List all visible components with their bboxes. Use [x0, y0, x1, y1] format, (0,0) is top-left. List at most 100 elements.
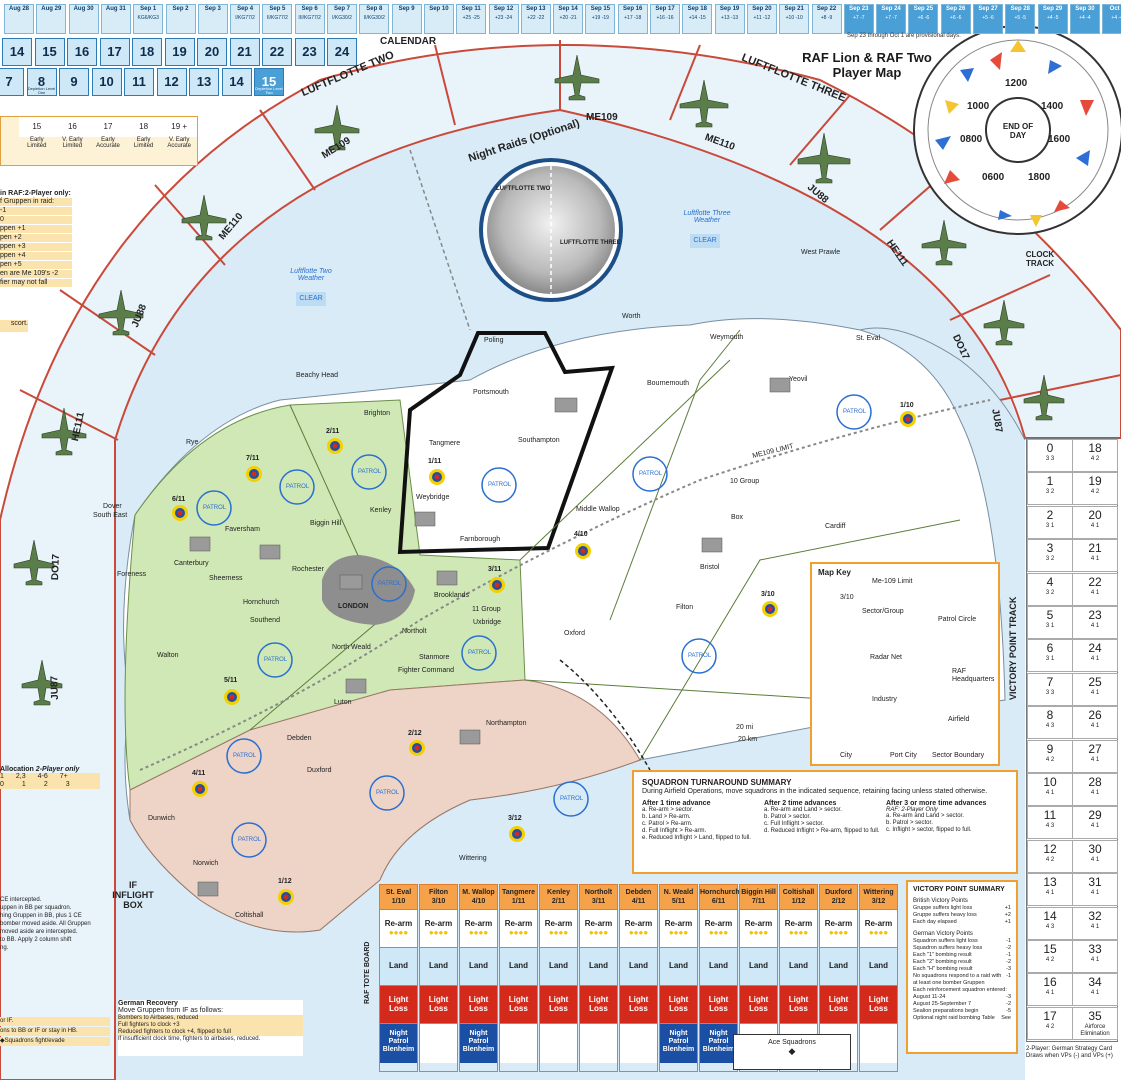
calendar-day[interactable]: Sep 20+11 -12	[746, 4, 777, 34]
tote-rearm-cell[interactable]: Re-arm●●●●	[540, 909, 577, 947]
patrol-circle-label[interactable]: PATROL	[233, 753, 257, 759]
tote-rearm-cell[interactable]: Re-arm●●●●	[700, 909, 737, 947]
clock-time[interactable]: 1800	[1028, 172, 1051, 183]
patrol-circle-label[interactable]: PATROL	[203, 505, 227, 511]
calendar-day[interactable]: Sep 26+6 -6	[940, 4, 971, 34]
tote-land-cell[interactable]: Land	[700, 947, 737, 985]
tote-land-cell[interactable]: Land	[500, 947, 537, 985]
patrol-circle-label[interactable]: PATROL	[376, 790, 400, 796]
tote-land-cell[interactable]: Land	[660, 947, 697, 985]
patrol-circle-label[interactable]: PATROL	[468, 650, 492, 656]
turn-number[interactable]: 14	[2, 38, 32, 66]
tote-land-cell[interactable]: Land	[540, 947, 577, 985]
calendar-day[interactable]: Sep 18+14 -15	[682, 4, 713, 34]
tote-land-cell[interactable]: Land	[580, 947, 617, 985]
calendar-day[interactable]: Sep 28+5 -5	[1005, 4, 1036, 34]
tote-land-cell[interactable]: Land	[460, 947, 497, 985]
calendar-day[interactable]: Sep 23+7 -7	[843, 4, 874, 34]
patrol-circle-label[interactable]: PATROL	[358, 469, 382, 475]
tote-land-cell[interactable]: Land	[380, 947, 417, 985]
clock-time[interactable]: 0600	[982, 172, 1005, 183]
tote-loss-cell[interactable]: Light Loss	[660, 985, 697, 1023]
turn-number[interactable]: 7	[0, 68, 24, 96]
tote-loss-cell[interactable]: Light Loss	[820, 985, 857, 1023]
clock-time[interactable]: 1000	[967, 101, 990, 112]
calendar-day[interactable]: Sep 30+4 -4	[1069, 4, 1100, 34]
calendar-day[interactable]: Sep 24+7 -7	[876, 4, 907, 34]
clock-time[interactable]: 1400	[1041, 101, 1064, 112]
turn-number[interactable]: 20	[197, 38, 227, 66]
calendar-day[interactable]: Aug 28	[4, 4, 34, 34]
patrol-circle-label[interactable]: PATROL	[488, 482, 512, 488]
tote-loss-cell[interactable]: Light Loss	[500, 985, 537, 1023]
ace-squadrons-box[interactable]: Ace Squadrons ◆	[733, 1034, 851, 1070]
calendar-day[interactable]: Sep 17+16 -16	[650, 4, 680, 34]
patrol-circle-label[interactable]: PATROL	[286, 484, 310, 490]
calendar-day[interactable]: Sep 11+25 -25	[456, 4, 487, 34]
tote-night-cell[interactable]: Night Patrol Blenheim	[460, 1023, 497, 1063]
calendar-day[interactable]: Sep 25+6 -6	[908, 4, 939, 34]
turn-number[interactable]: 21	[229, 38, 260, 66]
tote-rearm-cell[interactable]: Re-arm●●●●	[660, 909, 697, 947]
tote-night-cell[interactable]	[420, 1023, 457, 1063]
calendar-day[interactable]: Sep 16+17 -18	[617, 4, 648, 34]
clock-time[interactable]: 0800	[960, 134, 983, 145]
tote-rearm-cell[interactable]: Re-arm●●●●	[780, 909, 817, 947]
tote-rearm-cell[interactable]: Re-arm●●●●	[580, 909, 617, 947]
tote-rearm-cell[interactable]: Re-arm●●●●	[620, 909, 657, 947]
tote-night-cell[interactable]	[580, 1023, 617, 1063]
turn-number[interactable]: 19	[164, 38, 195, 66]
tote-land-cell[interactable]: Land	[780, 947, 817, 985]
turn-number[interactable]: 22	[262, 38, 292, 66]
calendar-day[interactable]: Oct 1+4 -4	[1102, 4, 1121, 34]
tote-loss-cell[interactable]: Light Loss	[700, 985, 737, 1023]
turn-number[interactable]: 23	[294, 38, 325, 66]
tote-night-cell[interactable]: Night Patrol Blenheim	[660, 1023, 697, 1063]
tote-rearm-cell[interactable]: Re-arm●●●●	[820, 909, 857, 947]
calendar-day[interactable]: Sep 15+19 -19	[585, 4, 616, 34]
tote-night-cell[interactable]	[620, 1023, 657, 1063]
tote-loss-cell[interactable]: Light Loss	[420, 985, 457, 1023]
turn-number[interactable]: 14	[221, 68, 252, 96]
patrol-circle-label[interactable]: PATROL	[688, 653, 712, 659]
tote-land-cell[interactable]: Land	[620, 947, 657, 985]
turn-number[interactable]: 15	[34, 38, 65, 66]
patrol-circle-label[interactable]: PATROL	[264, 657, 288, 663]
calendar-day[interactable]: Sep 27+5 -6	[973, 4, 1003, 34]
tote-land-cell[interactable]: Land	[740, 947, 777, 985]
calendar-day[interactable]: Sep 13+22 -22	[520, 4, 551, 34]
turn-number[interactable]: 10	[91, 68, 122, 96]
tote-night-cell[interactable]	[860, 1023, 897, 1063]
clock-time[interactable]: 1600	[1048, 134, 1071, 145]
tote-rearm-cell[interactable]: Re-arm●●●●	[860, 909, 897, 947]
calendar-day[interactable]: Sep 29+4 -5	[1037, 4, 1068, 34]
tote-night-cell[interactable]: Night Patrol Blenheim	[700, 1023, 737, 1063]
